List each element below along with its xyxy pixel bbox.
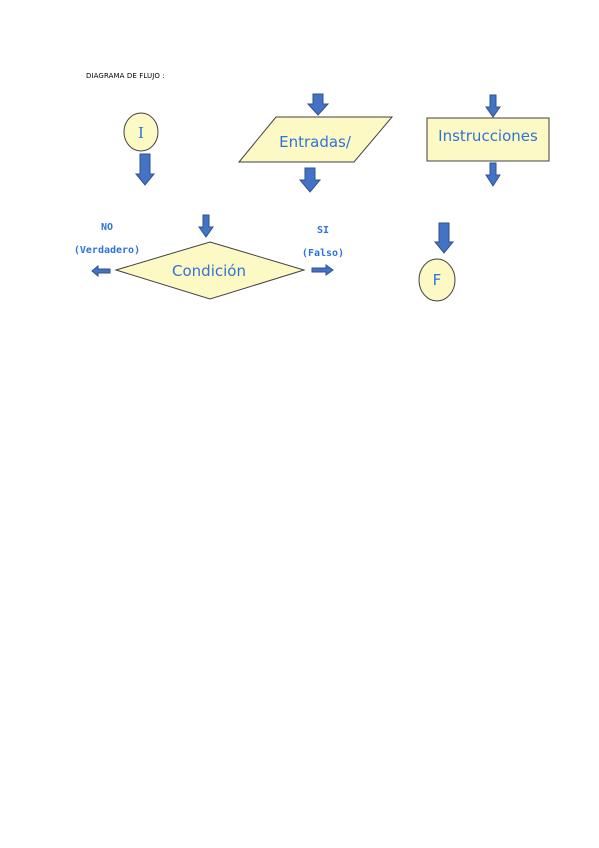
end-terminal: F xyxy=(418,258,456,302)
down-arrow-icon xyxy=(298,167,322,193)
end-circle xyxy=(418,258,456,302)
down-arrow-icon xyxy=(198,214,214,238)
end-top-arrow xyxy=(433,222,455,254)
down-arrow-icon xyxy=(134,153,156,186)
process-shape xyxy=(426,117,550,162)
decision-yes-arrow xyxy=(311,264,334,276)
branch-yes-sublabel: (Falso) xyxy=(302,248,344,259)
input-bottom-arrow xyxy=(298,167,322,193)
start-circle xyxy=(123,112,159,152)
start-down-arrow xyxy=(134,153,156,186)
start-terminal: I xyxy=(123,112,159,152)
branch-no-sublabel: (Verdadero) xyxy=(74,245,140,256)
branch-yes-label: SI xyxy=(317,225,329,236)
branch-no-label: NO xyxy=(101,222,113,233)
process-top-arrow xyxy=(485,94,501,118)
down-arrow-icon xyxy=(306,93,330,116)
start-label: I xyxy=(138,124,144,142)
right-arrow-icon xyxy=(311,264,334,276)
down-arrow-icon xyxy=(433,222,455,254)
decision-diamond: Condición xyxy=(114,241,306,300)
input-parallelogram: Entradas/ xyxy=(237,116,394,163)
process-rectangle: Instrucciones xyxy=(426,117,550,162)
down-arrow-icon xyxy=(485,94,501,118)
input-shape xyxy=(237,116,394,163)
decision-no-arrow xyxy=(91,264,111,278)
down-arrow-icon xyxy=(485,162,501,187)
end-label: F xyxy=(433,271,442,289)
left-arrow-icon xyxy=(91,264,111,278)
decision-label: Condición xyxy=(172,262,246,280)
process-bottom-arrow xyxy=(485,162,501,187)
input-label: Entradas/ xyxy=(279,133,352,151)
diagram-heading: DIAGRAMA DE FLUJO : xyxy=(86,72,165,80)
process-label: Instrucciones xyxy=(438,127,538,145)
decision-shape xyxy=(114,241,306,300)
input-top-arrow xyxy=(306,93,330,116)
decision-top-arrow xyxy=(198,214,214,238)
